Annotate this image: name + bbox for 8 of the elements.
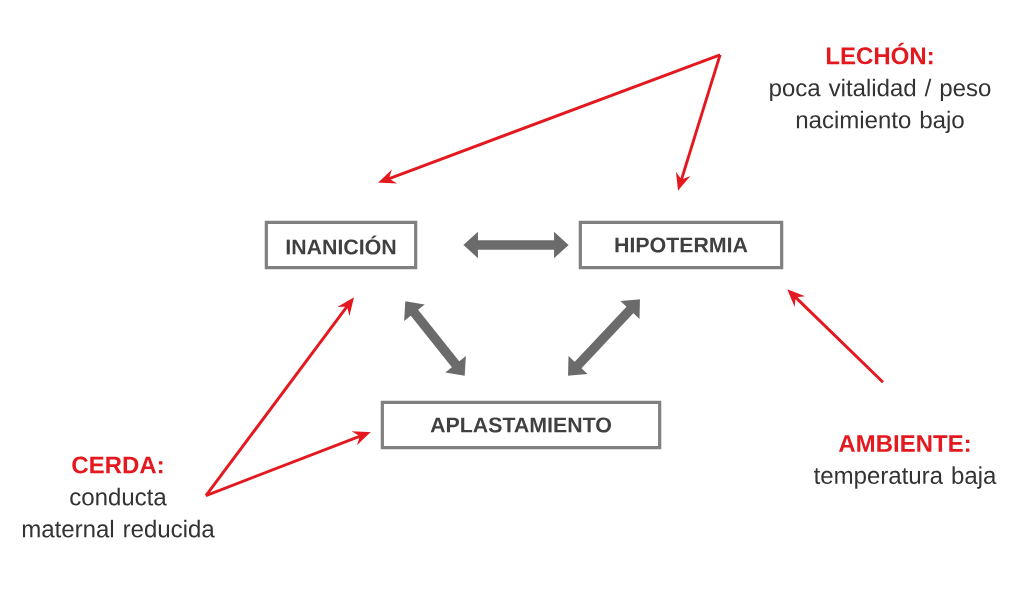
cause-box: APLASTAMIENTO: [380, 400, 662, 450]
factor-text: CERDA: conducta maternal reducida: [22, 456, 215, 538]
cause-box: INANICIÓN: [264, 220, 418, 270]
cause-box: HIPOTERMIA: [578, 220, 784, 270]
factor-text: AMBIENTE: temperatura baja: [813, 435, 997, 489]
double-arrow: [404, 301, 466, 376]
factor-text: LECHÓN: poca vitalidad / peso nacimiento bajo: [770, 42, 991, 134]
double-arrow: [568, 299, 640, 376]
